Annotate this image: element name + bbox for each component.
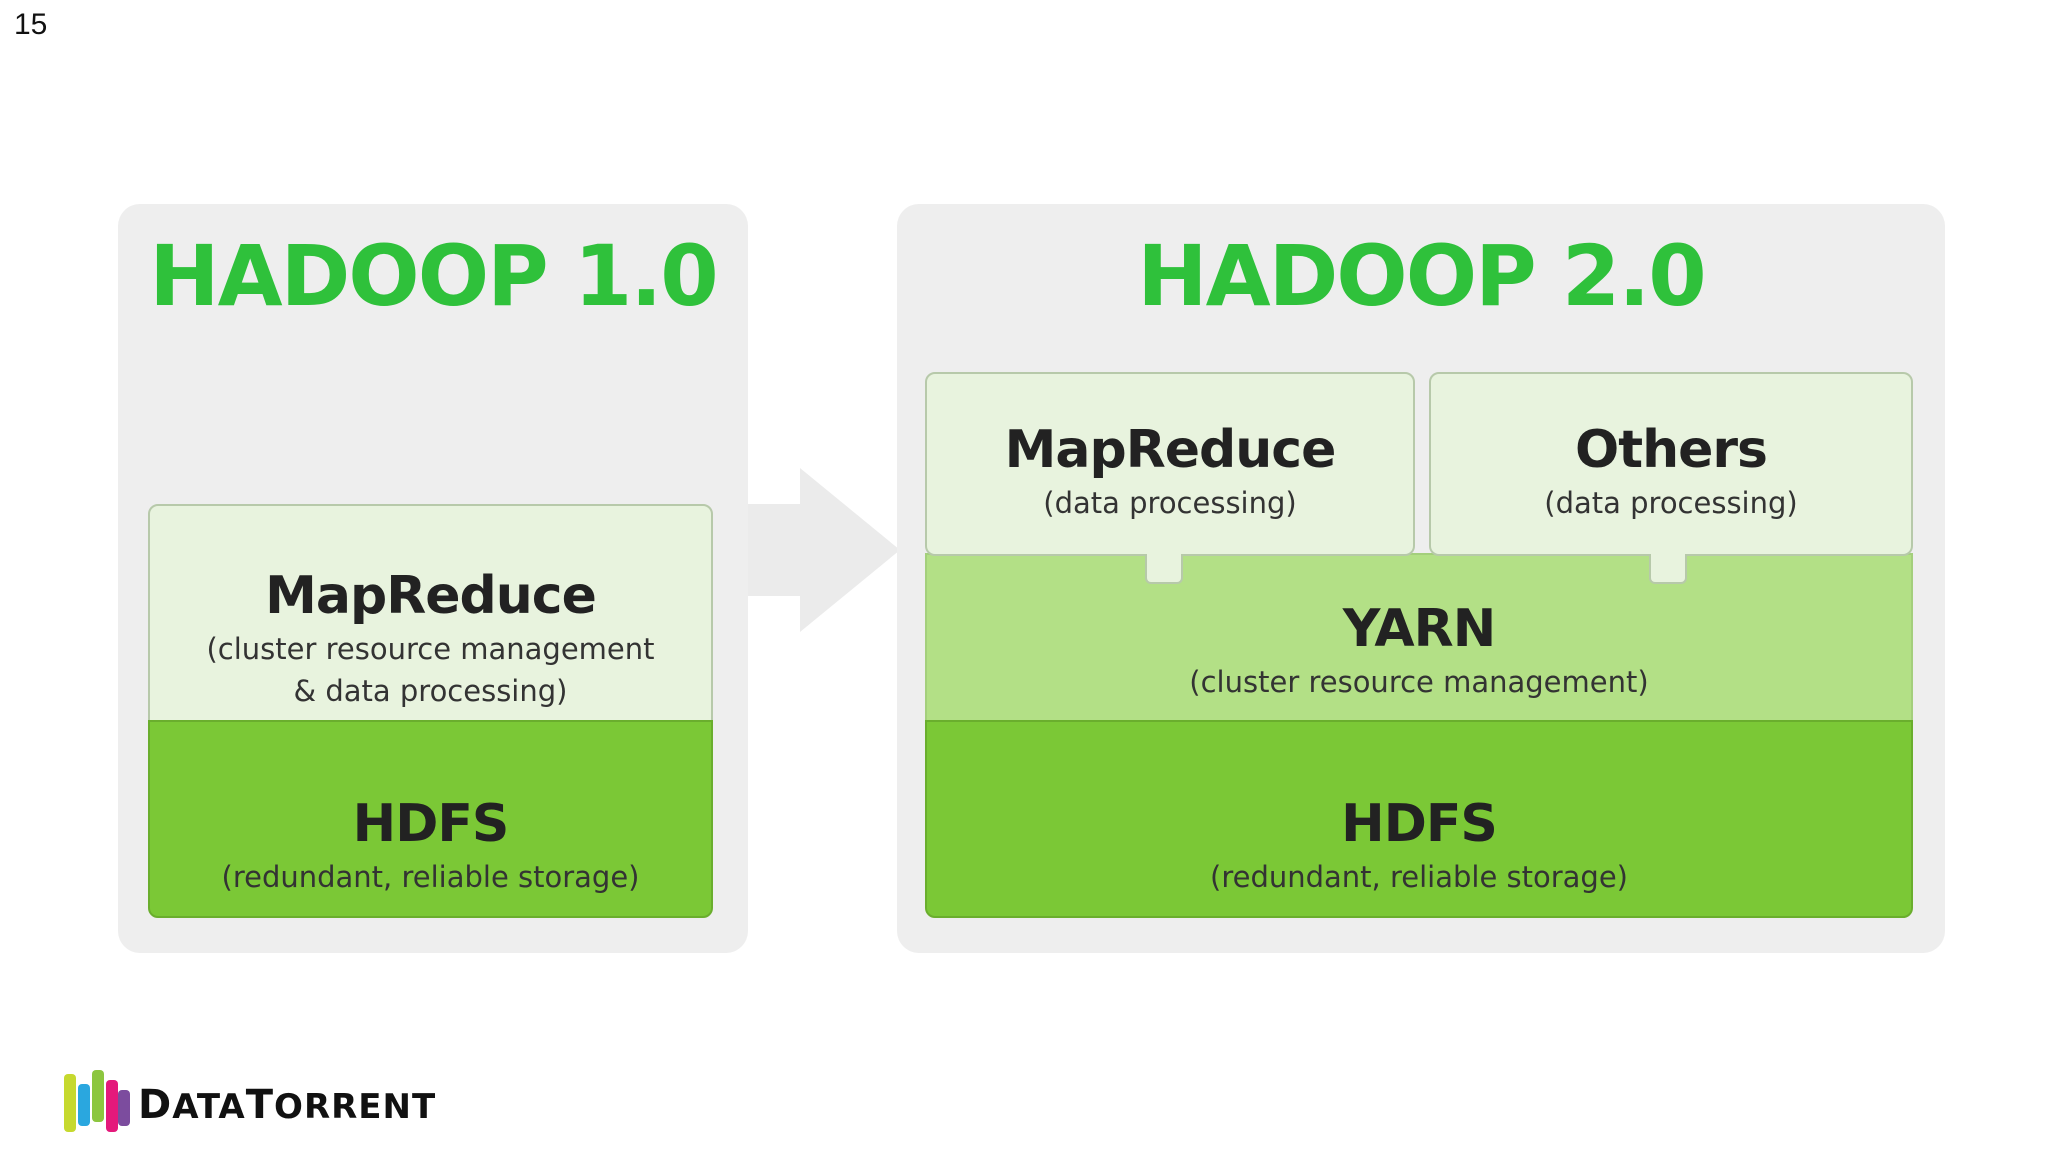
- block-name: HDFS: [1341, 794, 1498, 854]
- wordmark-part: T: [245, 1082, 275, 1128]
- block-desc: (redundant, reliable storage): [1210, 860, 1628, 894]
- block-desc-line2: & data processing): [293, 674, 568, 708]
- hadoop-1-hdfs-block: HDFS (redundant, reliable storage): [148, 720, 713, 918]
- block-desc: (data processing): [1043, 486, 1297, 520]
- datatorrent-logo-icon: [64, 1070, 130, 1132]
- block-desc: (redundant, reliable storage): [221, 860, 640, 894]
- transition-arrow-icon: [748, 468, 900, 632]
- block-desc: (cluster resource management): [1189, 665, 1649, 699]
- block-desc-line1: (cluster resource management: [206, 632, 655, 666]
- datatorrent-wordmark: DATATORRENT: [138, 1082, 436, 1128]
- block-name: HDFS: [352, 794, 510, 854]
- slide-number: 15: [14, 8, 48, 41]
- hadoop-1-mapreduce-block: MapReduce (cluster resource management &…: [148, 504, 713, 722]
- block-name: MapReduce: [1004, 420, 1337, 480]
- hadoop-2-title: HADOOP 2.0: [1137, 227, 1706, 325]
- block-name: MapReduce: [265, 566, 597, 626]
- hadoop-2-mapreduce-block: MapReduce (data processing): [925, 372, 1415, 556]
- mapreduce-connector-tab: [1145, 554, 1183, 584]
- block-name: Others: [1575, 420, 1768, 480]
- wordmark-part: ORRENT: [274, 1087, 437, 1127]
- block-desc: (data processing): [1544, 486, 1798, 520]
- hadoop-2-hdfs-block: HDFS (redundant, reliable storage): [925, 720, 1913, 918]
- wordmark-part: ATA: [172, 1087, 246, 1127]
- hadoop-1-title: HADOOP 1.0: [149, 227, 718, 325]
- hadoop-2-others-block: Others (data processing): [1429, 372, 1913, 556]
- wordmark-part: D: [138, 1082, 173, 1128]
- block-name: YARN: [1342, 599, 1496, 659]
- others-connector-tab: [1649, 554, 1687, 584]
- hadoop-2-yarn-block: YARN (cluster resource management): [925, 553, 1913, 723]
